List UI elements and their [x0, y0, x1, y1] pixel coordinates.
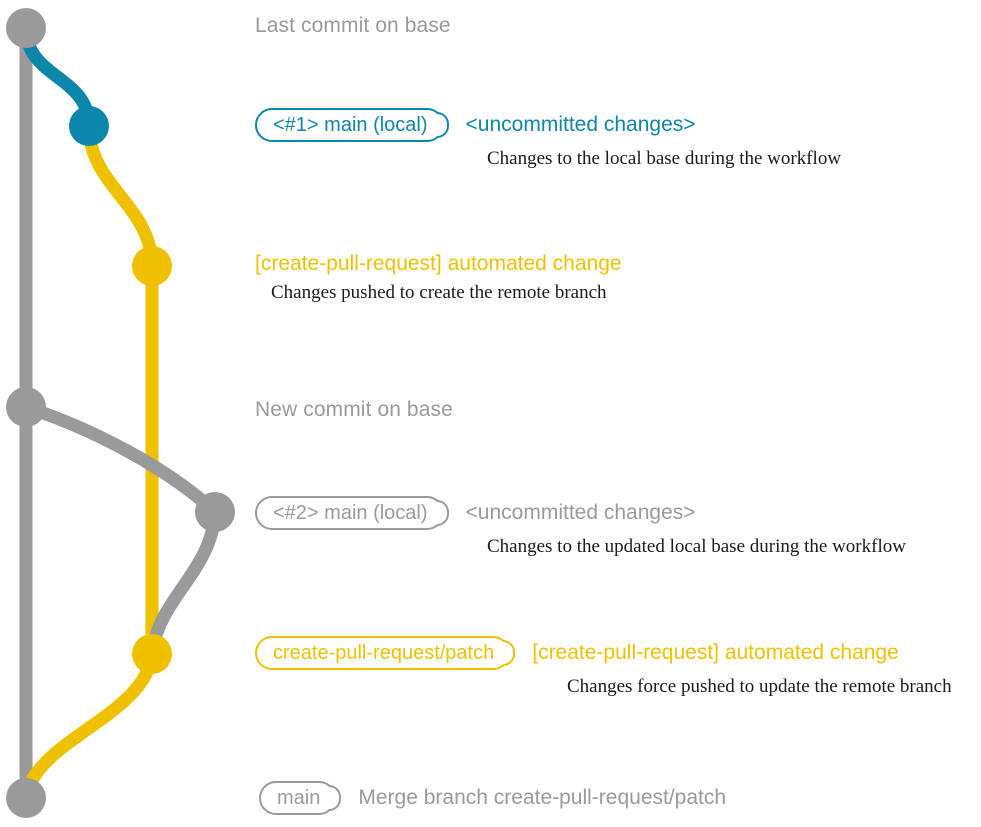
commit-node-local-2[interactable]: [195, 492, 235, 532]
commit-description: Changes force pushed to update the remot…: [567, 676, 952, 697]
commit-row-main: <#1> main (local) <uncommitted changes>: [255, 108, 696, 142]
commit-title: Last commit on base: [255, 14, 451, 37]
commit-subject: <uncommitted changes>: [465, 501, 696, 524]
commit-row-new-commit-on-base: New commit on base: [255, 398, 453, 422]
commit-row-main: Last commit on base: [255, 14, 451, 38]
commit-description: Changes pushed to create the remote bran…: [271, 282, 607, 303]
commit-subject: [create-pull-request] automated change: [532, 641, 899, 664]
commit-node-patch-create[interactable]: [132, 246, 172, 286]
commit-node-base-new-commit[interactable]: [6, 387, 46, 427]
branch-badge-main-local-1[interactable]: <#1> main (local): [255, 108, 444, 142]
commit-description: Changes to the local base during the wor…: [487, 148, 842, 169]
commit-node-base-merge[interactable]: [6, 778, 46, 818]
commit-node-base-last-commit[interactable]: [6, 8, 46, 48]
commit-row-main: <#2> main (local) <uncommitted changes>: [255, 496, 696, 530]
commit-title: New commit on base: [255, 398, 453, 421]
commit-row-merge-commit: main Merge branch create-pull-request/pa…: [259, 781, 726, 815]
patch-to-merge-amber-line: [19, 647, 159, 805]
commit-row-main: create-pull-request/patch [create-pull-r…: [255, 636, 899, 670]
commit-node-patch-force[interactable]: [132, 634, 172, 674]
branch-badge-create-pull-request-patch[interactable]: create-pull-request/patch: [255, 636, 511, 670]
commit-row-main: [create-pull-request] automated change: [255, 252, 622, 276]
commit-row-create-pull-request-patch-commit: create-pull-request/patch [create-pull-r…: [255, 636, 952, 698]
commit-description: Changes to the updated local base during…: [487, 536, 906, 557]
commit-row-local-commit-2: <#2> main (local) <uncommitted changes> …: [255, 496, 906, 558]
commit-row-last-commit-on-base: Last commit on base: [255, 14, 451, 38]
commit-row-create-pull-request-commit: [create-pull-request] automated change C…: [255, 252, 622, 304]
commit-subject: <uncommitted changes>: [465, 113, 696, 136]
commit-subject: Merge branch create-pull-request/patch: [358, 786, 727, 809]
branch-badge-main[interactable]: main: [259, 781, 337, 815]
local2-branch-gray-line: [19, 400, 222, 519]
branch-badge-main-local-2[interactable]: <#2> main (local): [255, 496, 444, 530]
commit-subject: [create-pull-request] automated change: [255, 252, 622, 275]
commit-row-local-commit-1: <#1> main (local) <uncommitted changes> …: [255, 108, 841, 170]
commit-row-main: main Merge branch create-pull-request/pa…: [259, 781, 726, 815]
commit-node-local-1[interactable]: [69, 106, 109, 146]
commit-row-main: New commit on base: [255, 398, 453, 422]
